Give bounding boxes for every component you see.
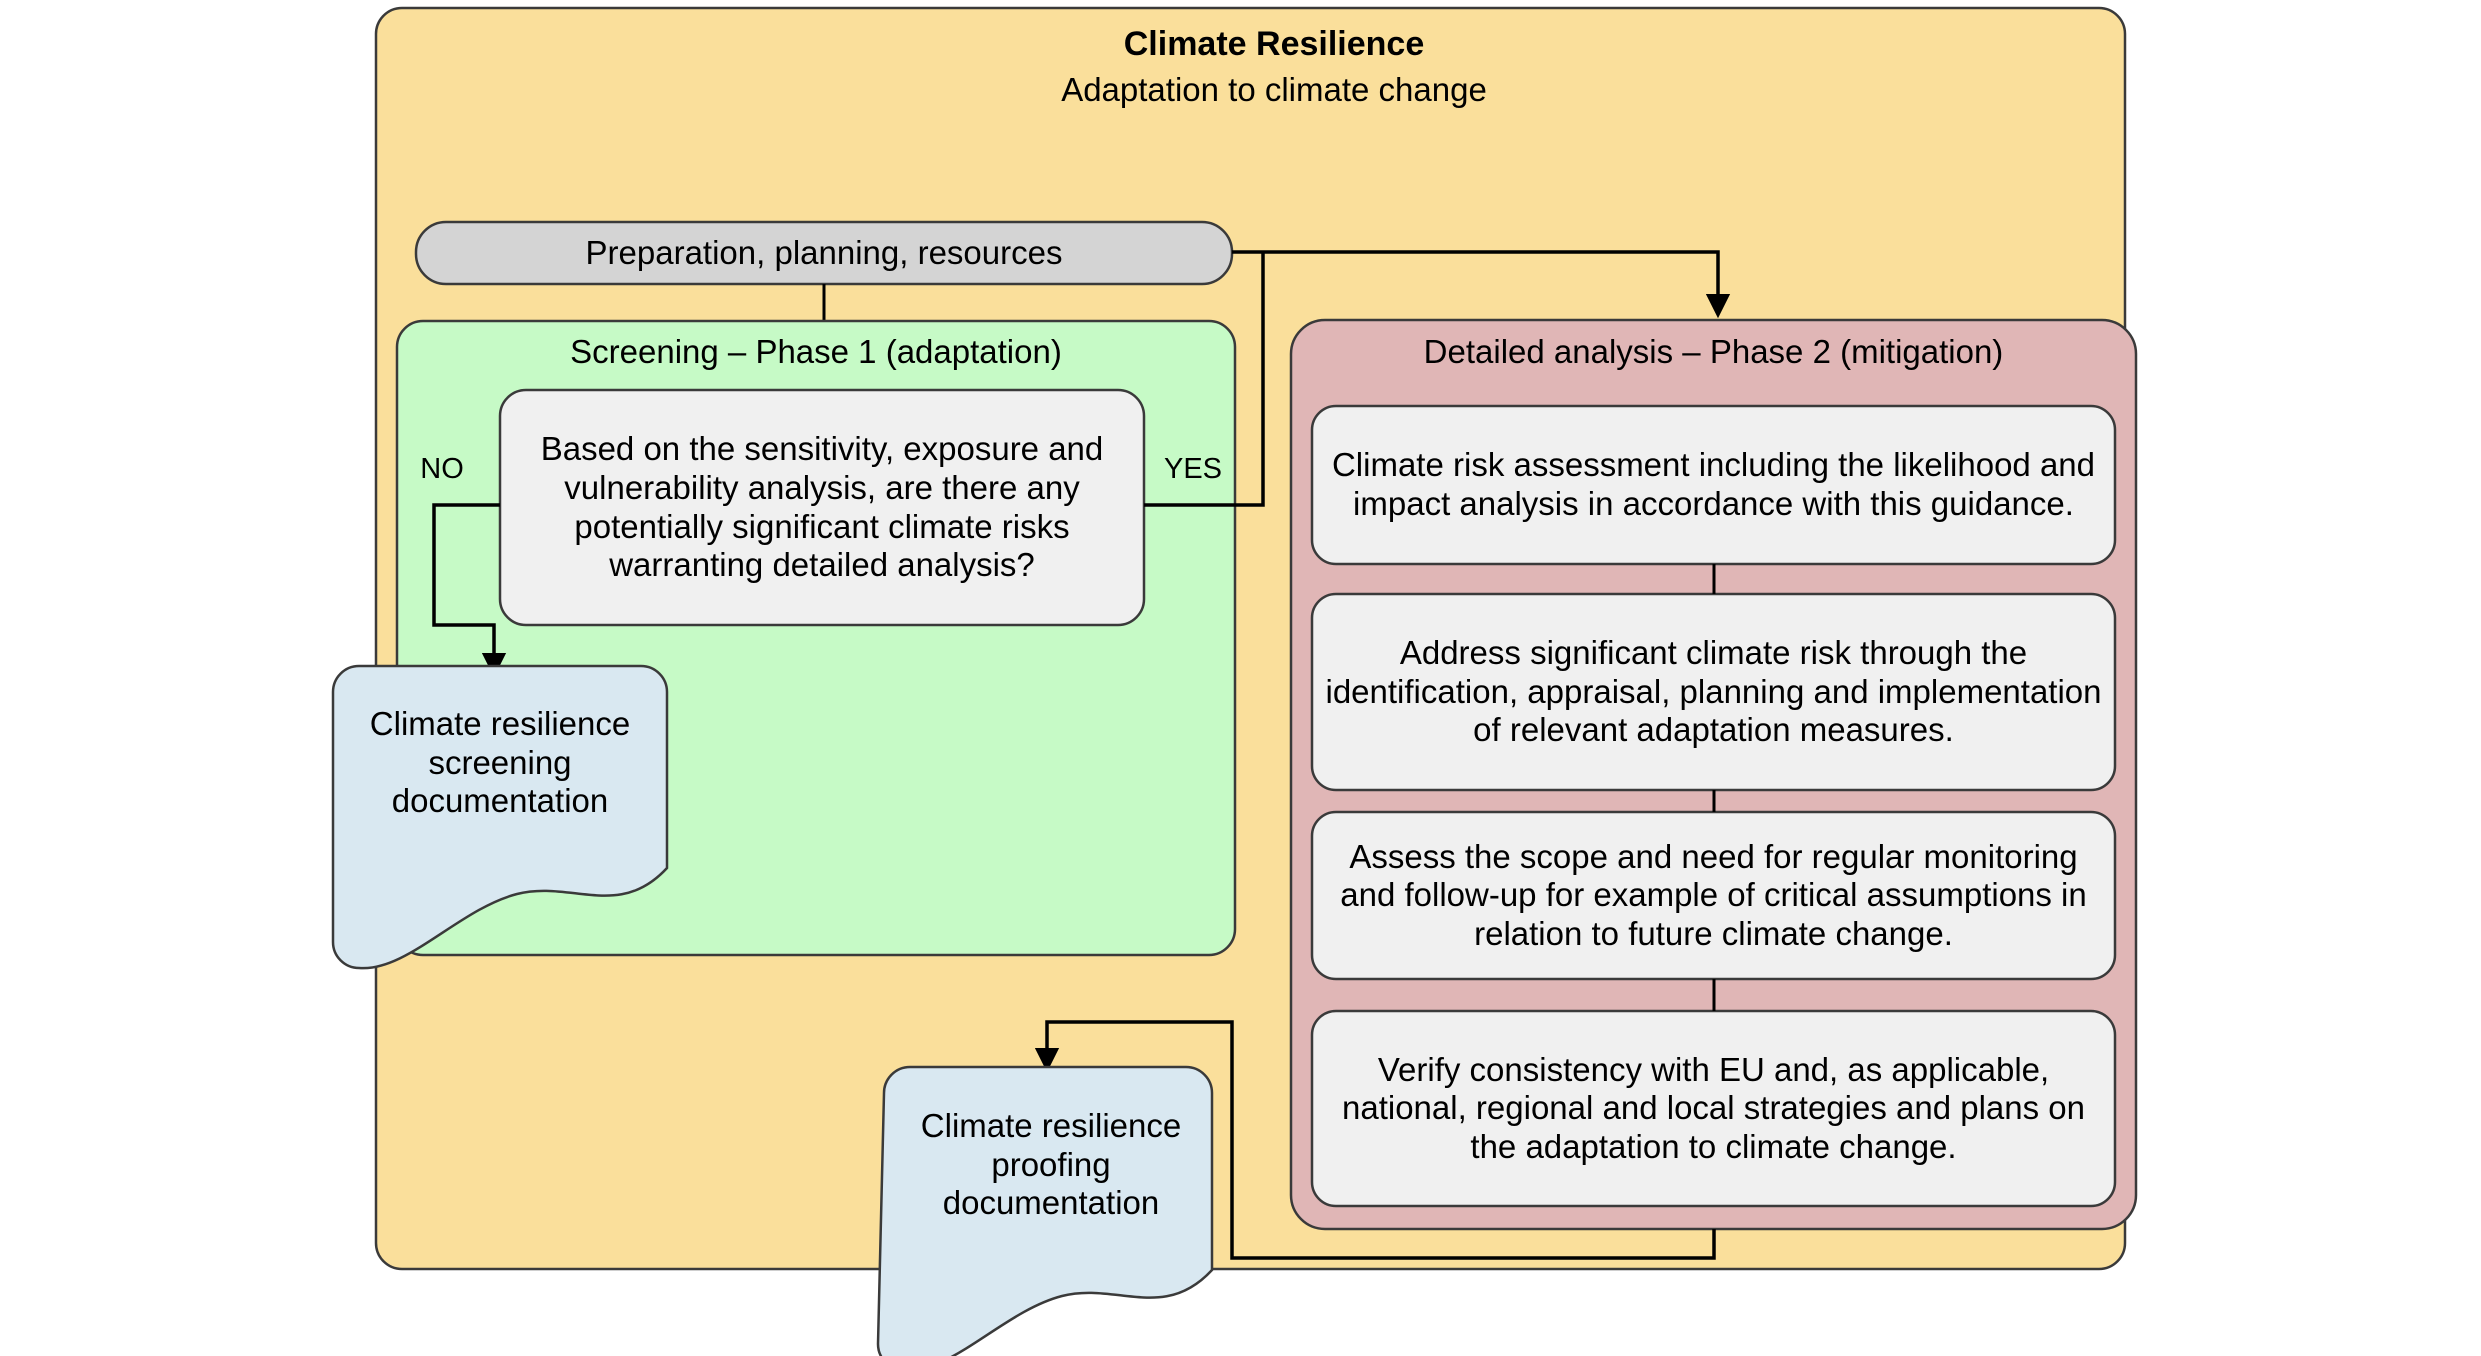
phase2-step-box-3 [1310,810,2117,981]
phase2-step-box-4 [1310,1009,2117,1208]
decision-box-shape [498,388,1146,627]
connector-no-branch [432,503,507,678]
connector-yes-branch [1144,252,1265,507]
phase2-step-box-2 [1310,592,2117,792]
phase1-document-shape [331,664,669,970]
phase2-step-box-1 [1310,404,2117,566]
connector-preparation-to-phase2 [1232,250,1731,319]
connector-phase2-to-output-document [1034,1020,1716,1260]
preparation-box-shape [414,220,1234,286]
output-document-shape [876,1065,1214,1356]
